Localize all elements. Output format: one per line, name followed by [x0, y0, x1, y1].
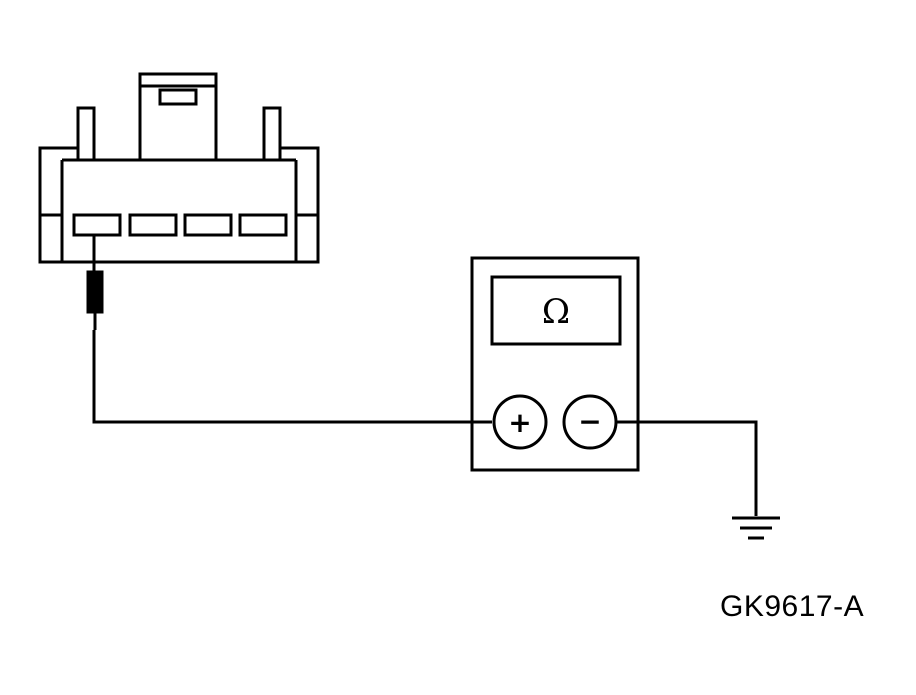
- meter-display: [490, 275, 622, 346]
- meter-body: [470, 256, 640, 472]
- connector-cavity-1: [72, 213, 122, 237]
- test-probe: [86, 235, 104, 330]
- figure-id: GK9617-A: [720, 590, 865, 623]
- wire-to-positive: [92, 330, 492, 424]
- positive-terminal: [492, 394, 548, 450]
- positive-symbol: +: [508, 406, 531, 439]
- connector-cavity-2: [128, 213, 178, 237]
- connector-latch: [158, 88, 198, 106]
- probe-body: [86, 270, 104, 314]
- connector-cavity-3: [183, 213, 233, 237]
- ohm-symbol: Ω: [542, 292, 570, 332]
- ohmmeter: [470, 256, 640, 472]
- connector-cavity-4: [238, 213, 288, 237]
- connector: [38, 72, 320, 264]
- wire-to-ground: [616, 420, 758, 516]
- negative-symbol: −: [578, 405, 601, 438]
- connector-outline-detail: [40, 84, 318, 262]
- ground-symbol: [732, 516, 780, 540]
